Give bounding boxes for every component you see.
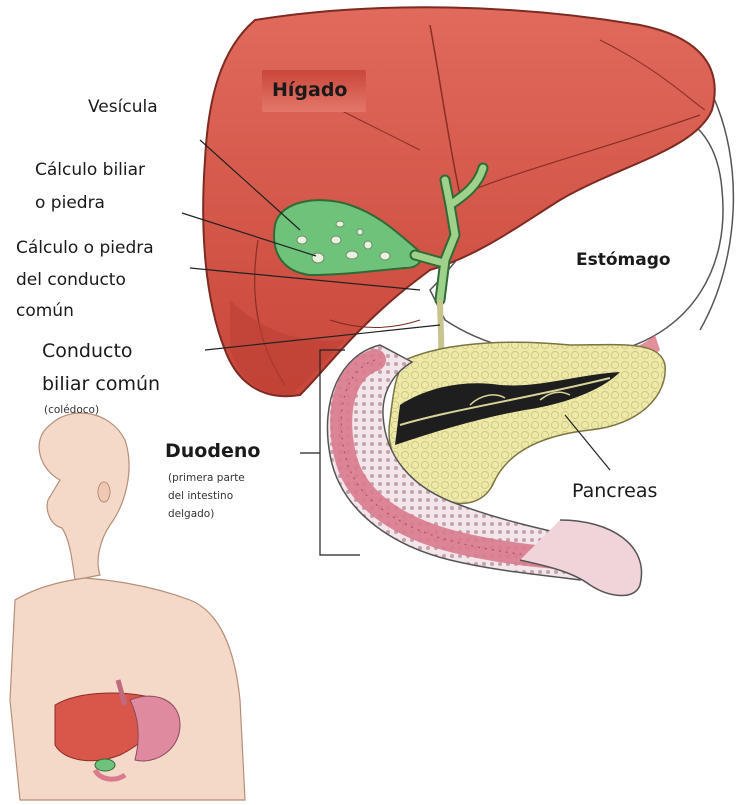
liver-label: Hígado (272, 79, 348, 103)
stomach-label: Estómago (576, 250, 671, 271)
duodenum-note-line2: del intestino (168, 490, 233, 503)
duodenum-note-line3: delgado) (168, 508, 214, 521)
gallstone-label-line1: Cálculo biliar (35, 160, 145, 181)
common-bile-duct-label-line1: Conducto (42, 340, 133, 364)
coledoco-label: (colédoco) (44, 404, 99, 417)
duodenum-note-line1: (primera parte (168, 472, 245, 485)
pancreas-label: Pancreas (572, 480, 657, 504)
gallbladder-label: Vesícula (88, 97, 158, 118)
gallstone-label-line2: o piedra (35, 193, 105, 214)
duct-stone-label-line1: Cálculo o piedra (16, 238, 154, 259)
duodenum-label: Duodeno (165, 440, 260, 464)
common-bile-duct-label-line2: biliar común (42, 373, 160, 397)
duct-stone-label-line2: del conducto (16, 270, 126, 291)
duct-stone-label-line3: común (16, 301, 74, 322)
